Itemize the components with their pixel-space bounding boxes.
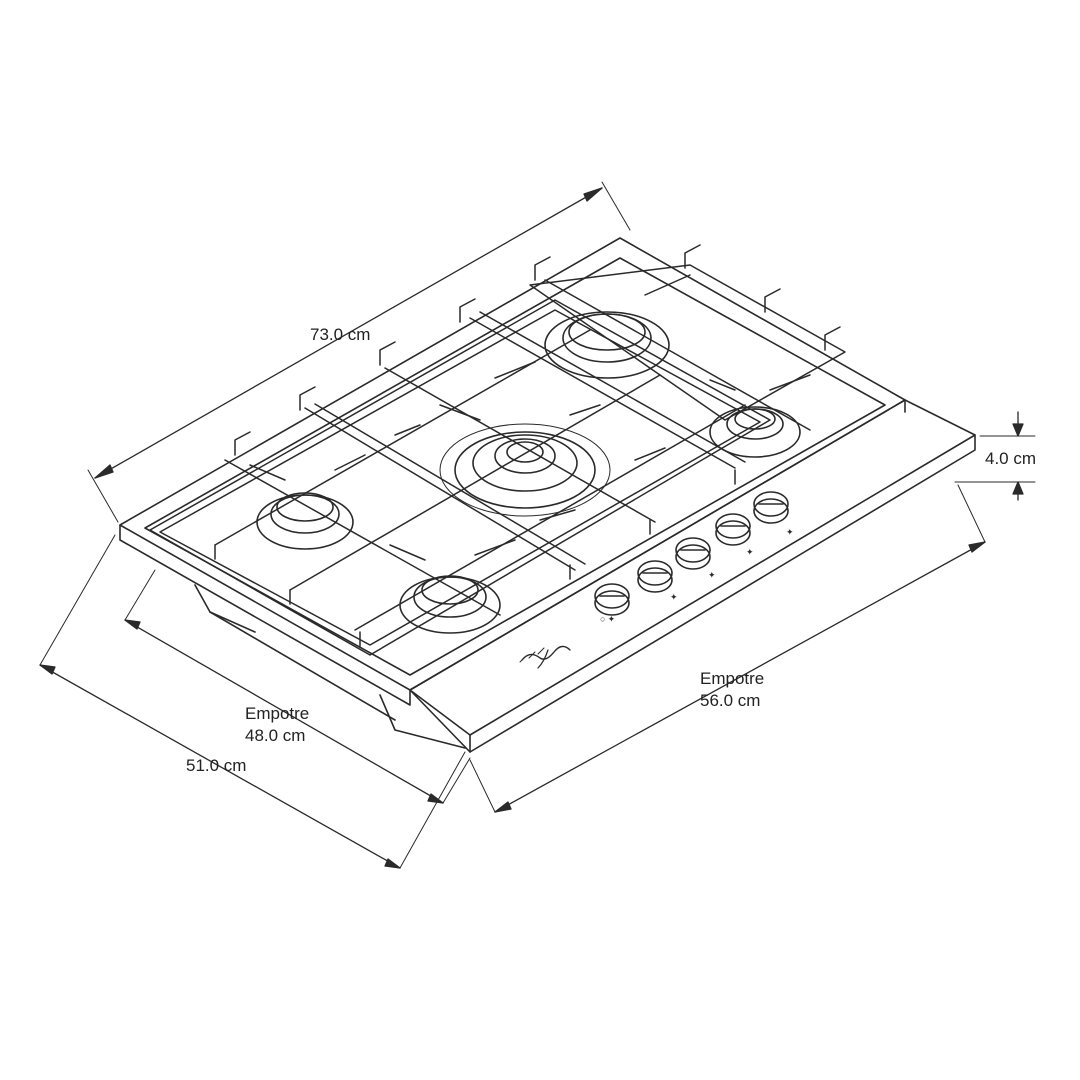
- dim-depth-total-line: [39, 534, 466, 869]
- knob-1: ○ ✦: [594, 583, 630, 624]
- knob-5: ✦: [753, 491, 794, 537]
- grates: [149, 244, 846, 656]
- dim-depth-total-label: 51.0 cm: [186, 755, 246, 777]
- burner-front: [399, 575, 501, 634]
- svg-text:✦: ✦: [786, 527, 794, 537]
- dim-cutout-depth-title: Empotre: [245, 704, 310, 723]
- dim-height-line: [954, 411, 1036, 501]
- dim-height-value: 4.0 cm: [985, 449, 1037, 468]
- dim-depth-total-value: 51.0 cm: [186, 756, 247, 775]
- dim-cutout-width-label: Empotre 56.0 cm: [700, 668, 764, 712]
- svg-text:✦: ✦: [708, 570, 716, 580]
- svg-text:✦: ✦: [746, 547, 754, 557]
- svg-text:✦: ✦: [670, 592, 678, 602]
- control-knobs: ○ ✦ ✦ ✦ ✦: [594, 491, 794, 624]
- burners: [256, 311, 801, 634]
- dimension-lines: [39, 181, 1036, 869]
- burner-right-small: [709, 406, 801, 458]
- control-panel: [409, 399, 976, 753]
- dim-width-total-label: 73.0 cm: [310, 324, 370, 346]
- burner-rear-large: [544, 311, 670, 379]
- brand-logo: [519, 645, 571, 669]
- dim-width-total-value: 73.0 cm: [310, 325, 371, 344]
- burner-wok: [439, 423, 611, 517]
- burner-left: [256, 492, 354, 550]
- dim-width-total-line: [87, 181, 631, 523]
- knob-2: ✦: [637, 560, 678, 602]
- dim-cutout-width-title: Empotre: [700, 669, 765, 688]
- dim-height-label: 4.0 cm: [985, 448, 1036, 470]
- knob-4: ✦: [715, 513, 754, 557]
- dim-cutout-depth-line: [124, 569, 471, 804]
- dim-cutout-width-value: 56.0 cm: [700, 691, 761, 710]
- dim-cutout-depth-label: Empotre 48.0 cm: [245, 703, 309, 747]
- svg-text:○ ✦: ○ ✦: [600, 614, 616, 624]
- cooktop-body: [119, 237, 906, 749]
- knob-3: ✦: [675, 537, 716, 580]
- dim-cutout-width-line: [469, 484, 986, 813]
- dim-cutout-depth-value: 48.0 cm: [245, 726, 306, 745]
